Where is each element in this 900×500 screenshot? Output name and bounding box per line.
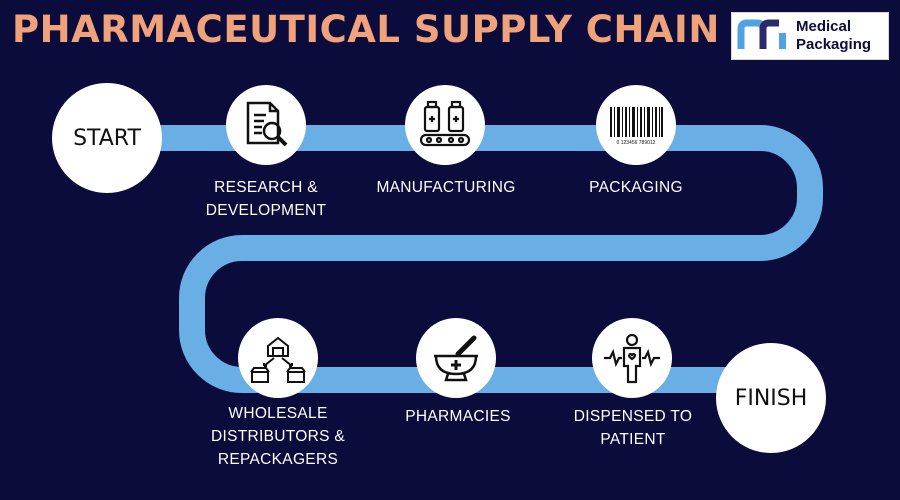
start-node: START (52, 83, 162, 193)
logo-line2: Packaging (796, 36, 872, 53)
barcode-digits: 0 123456 789012 (617, 140, 656, 146)
start-label: START (73, 125, 141, 151)
conveyor-bottles-icon (419, 100, 471, 147)
pharmacies-step-label: PHARMACIES (405, 408, 511, 425)
document-magnifier-icon (246, 101, 288, 147)
wholesale-step-label: WHOLESALE DISTRIBUTORS & REPACKAGERS (211, 405, 345, 468)
pharmacies-step-circle (416, 318, 496, 398)
mortar-pestle-icon (434, 335, 478, 382)
logo-line1: Medical (796, 18, 852, 35)
packaging-step-circle: 0 123456 789012 (596, 85, 676, 165)
barcode-icon: 0 123456 789012 (610, 107, 663, 146)
manufacturing-step-label: MANUFACTURING (376, 179, 516, 196)
wholesale-step-circle (238, 318, 318, 398)
research-step-circle (226, 85, 306, 165)
medical-packaging-logo: Medical Packaging (731, 12, 889, 60)
patient-step-label: DISPENSED TO PATIENT (573, 408, 693, 448)
patient-step-circle (592, 318, 672, 398)
warehouse-stores-icon (250, 336, 306, 383)
patient-heartbeat-icon (604, 333, 660, 384)
page-title: PHARMACEUTICAL SUPPLY CHAIN (12, 8, 720, 51)
manufacturing-step-circle (405, 85, 485, 165)
logo-mark-icon (737, 19, 786, 49)
research-step-label: RESEARCH & DEVELOPMENT (205, 179, 327, 219)
packaging-step-label: PACKAGING (589, 179, 683, 196)
finish-label: FINISH (734, 385, 808, 411)
finish-node: FINISH (716, 343, 826, 453)
